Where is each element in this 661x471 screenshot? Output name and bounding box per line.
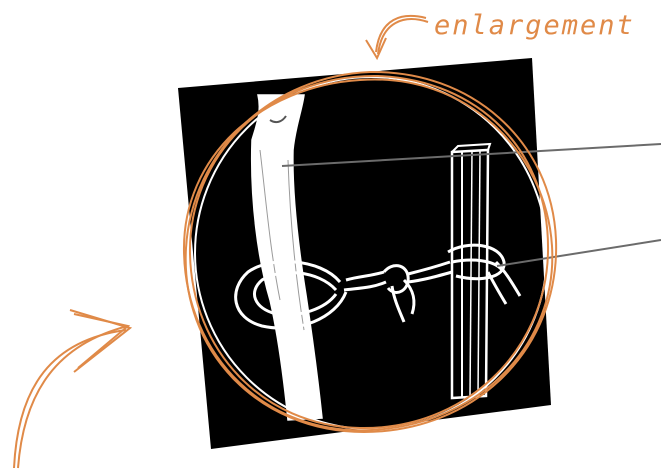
wooden-stake [450,142,492,400]
tie-loop [234,260,387,330]
callout-line-knot [496,239,661,267]
callout-line-trunk [281,143,661,167]
highlight-circle [182,70,558,434]
callout-lines [281,143,661,267]
knot [382,243,522,323]
illustration-panel [178,58,551,449]
enlargement-arrow [365,14,429,61]
tree-trunk [250,94,323,421]
enlargement-label: enlargement [434,10,635,41]
illustration-background [178,58,551,449]
pointer-arrow [13,309,133,469]
